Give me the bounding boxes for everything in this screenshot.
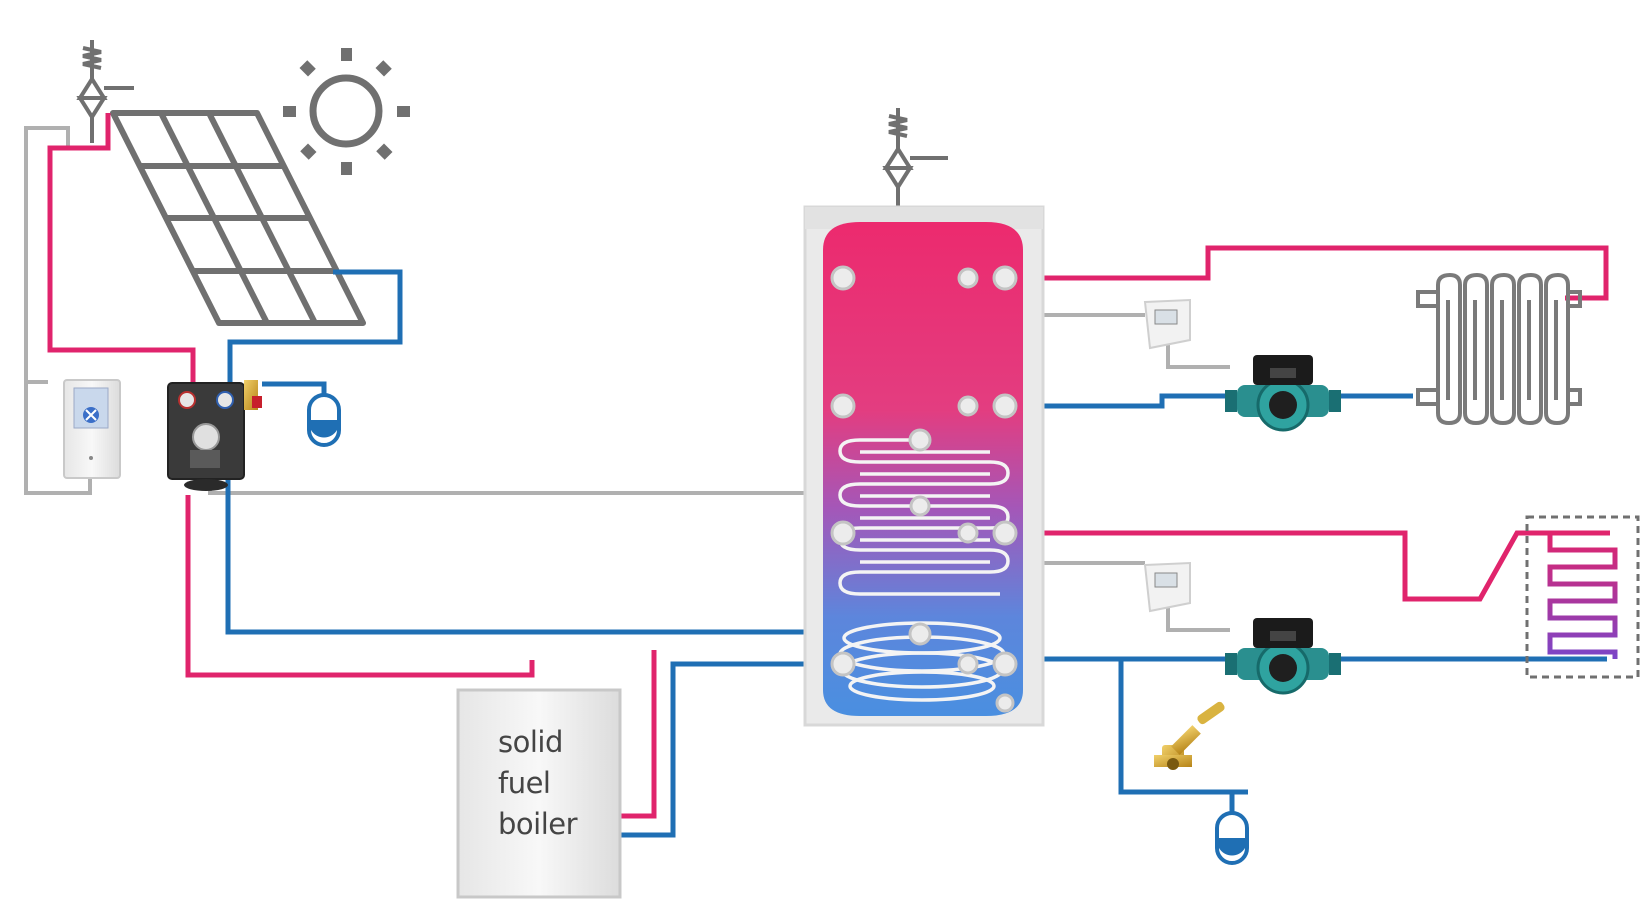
hot-water-tank-icon: [803, 205, 1045, 727]
safety-valve-icon: [76, 40, 134, 143]
boiler-label-line: solid: [498, 725, 563, 759]
solar-panel-icon: [110, 110, 366, 326]
thermostat-icon: [1143, 561, 1191, 613]
sun-icon: [283, 48, 410, 175]
expansion-vessel-icon: [1215, 811, 1249, 865]
circulation-pump-icon: [1225, 355, 1341, 432]
controller-icon: [63, 379, 121, 479]
thermostat-icon: [1143, 298, 1191, 350]
solar-pump-station-icon: [167, 380, 262, 491]
tank-safety-valve-icon: [882, 108, 948, 210]
hot-pipes: [47, 113, 1609, 819]
boiler-label-line: boiler: [498, 807, 578, 841]
floor-heating-icon: [1525, 515, 1640, 679]
boiler-label: solid fuel boiler: [498, 722, 578, 845]
solid-fuel-boiler-icon: [456, 688, 622, 899]
radiator-icon: [1416, 272, 1582, 426]
circulation-pump-icon: [1225, 618, 1341, 695]
boiler-label-line: fuel: [498, 766, 551, 800]
cold-pipes: [225, 269, 1607, 838]
expansion-vessel-icon: [307, 393, 341, 447]
filling-valve-icon: [1154, 701, 1225, 770]
